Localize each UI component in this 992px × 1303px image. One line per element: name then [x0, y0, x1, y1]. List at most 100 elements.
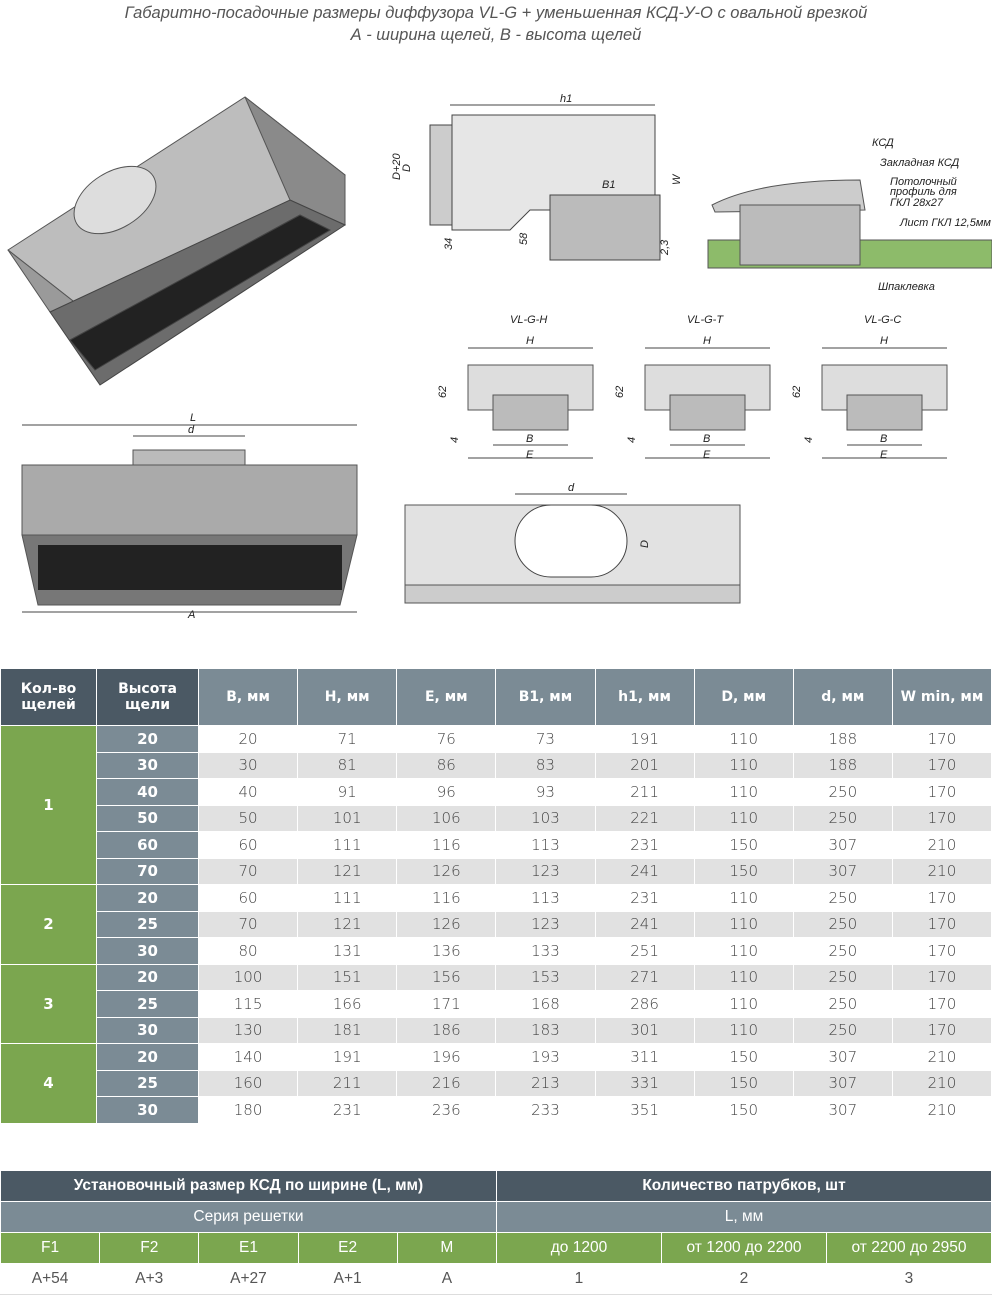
value-cell: 250 [792, 804, 893, 832]
slot-height-cell: 20 [96, 725, 199, 753]
value-cell: 170 [891, 990, 992, 1018]
svg-text:2,3: 2,3 [659, 239, 671, 256]
value-cell: 170 [891, 725, 992, 753]
value-cell: 211 [297, 1069, 398, 1097]
value-cell: 191 [297, 1043, 398, 1071]
value-cell: 307 [792, 831, 893, 859]
value-cell: 250 [792, 990, 893, 1018]
series-value: A [396, 1263, 497, 1295]
value-cell: 188 [792, 751, 893, 779]
value-cell: 150 [693, 831, 794, 859]
value-cell: 121 [297, 857, 398, 885]
range-header: до 1200 [495, 1232, 662, 1264]
value-cell: 116 [396, 831, 497, 859]
value-cell: 188 [792, 725, 893, 753]
value-cell: 140 [197, 1043, 299, 1071]
range-value: 2 [660, 1263, 827, 1295]
slot-height-cell: 30 [96, 1096, 199, 1124]
value-cell: 73 [495, 725, 596, 753]
slot-height-cell: 20 [96, 1043, 199, 1071]
value-cell: 113 [495, 884, 596, 912]
dimension-label: E [880, 449, 888, 461]
value-cell: 301 [594, 1016, 695, 1044]
dimension-label: VL-G-H [510, 314, 547, 326]
value-cell: 210 [891, 1069, 992, 1097]
slot-height-cell: 40 [96, 778, 199, 806]
nozzle-count-header: Количество патрубков, шт [495, 1170, 992, 1202]
value-cell: 110 [693, 937, 794, 965]
value-cell: 130 [197, 1016, 299, 1044]
series-value: A+3 [99, 1263, 200, 1295]
value-cell: 20 [197, 725, 299, 753]
value-cell: 170 [891, 751, 992, 779]
column-header: B, мм [197, 668, 299, 726]
value-cell: 80 [197, 937, 299, 965]
value-cell: 331 [594, 1069, 695, 1097]
value-cell: 110 [693, 725, 794, 753]
value-cell: 40 [197, 778, 299, 806]
column-header: Кол-во щелей [0, 668, 97, 726]
series-value: A+27 [198, 1263, 299, 1295]
svg-text:34: 34 [443, 238, 455, 250]
value-cell: 150 [693, 1096, 794, 1124]
value-cell: 50 [197, 804, 299, 832]
dimension-label: B [526, 433, 533, 445]
value-cell: 93 [495, 778, 596, 806]
value-cell: 250 [792, 910, 893, 938]
value-cell: 250 [792, 1016, 893, 1044]
value-cell: 250 [792, 937, 893, 965]
value-cell: 236 [396, 1096, 497, 1124]
slot-count-cell: 3 [0, 963, 97, 1044]
value-cell: 81 [297, 751, 398, 779]
value-cell: 110 [693, 910, 794, 938]
isometric-view [7, 96, 347, 386]
value-cell: 106 [396, 804, 497, 832]
value-cell: 110 [693, 963, 794, 991]
svg-text:Шпаклевка: Шпаклевка [878, 281, 935, 293]
slot-height-cell: 30 [96, 751, 199, 779]
value-cell: 213 [495, 1069, 596, 1097]
value-cell: 231 [594, 884, 695, 912]
value-cell: 156 [396, 963, 497, 991]
value-cell: 250 [792, 963, 893, 991]
value-cell: 150 [693, 1043, 794, 1071]
value-cell: 110 [693, 751, 794, 779]
value-cell: 103 [495, 804, 596, 832]
value-cell: 111 [297, 831, 398, 859]
dimension-label: B [703, 433, 710, 445]
svg-text:W: W [671, 173, 683, 185]
value-cell: 110 [693, 1016, 794, 1044]
range-header: от 1200 до 2200 [660, 1232, 827, 1264]
dimension-label: H [703, 335, 711, 347]
value-cell: 60 [197, 884, 299, 912]
value-cell: 133 [495, 937, 596, 965]
dimension-label: H [880, 335, 888, 347]
svg-text:L: L [190, 412, 196, 424]
value-cell: 286 [594, 990, 695, 1018]
column-header: W min, мм [891, 668, 992, 726]
dimension-label: E [526, 449, 534, 461]
installation-size-header: Установочный размер КСД по ширине (L, мм… [0, 1170, 497, 1202]
svg-text:d: d [568, 482, 575, 494]
value-cell: 307 [792, 1096, 893, 1124]
svg-text:h1: h1 [560, 93, 572, 105]
value-cell: 351 [594, 1096, 695, 1124]
value-cell: 60 [197, 831, 299, 859]
value-cell: 170 [891, 910, 992, 938]
slot-height-cell: 60 [96, 831, 199, 859]
slot-count-cell: 1 [0, 725, 97, 885]
value-cell: 250 [792, 884, 893, 912]
svg-text:Закладная КСД: Закладная КСД [880, 157, 960, 169]
slot-height-cell: 25 [96, 990, 199, 1018]
slot-height-cell: 50 [96, 804, 199, 832]
